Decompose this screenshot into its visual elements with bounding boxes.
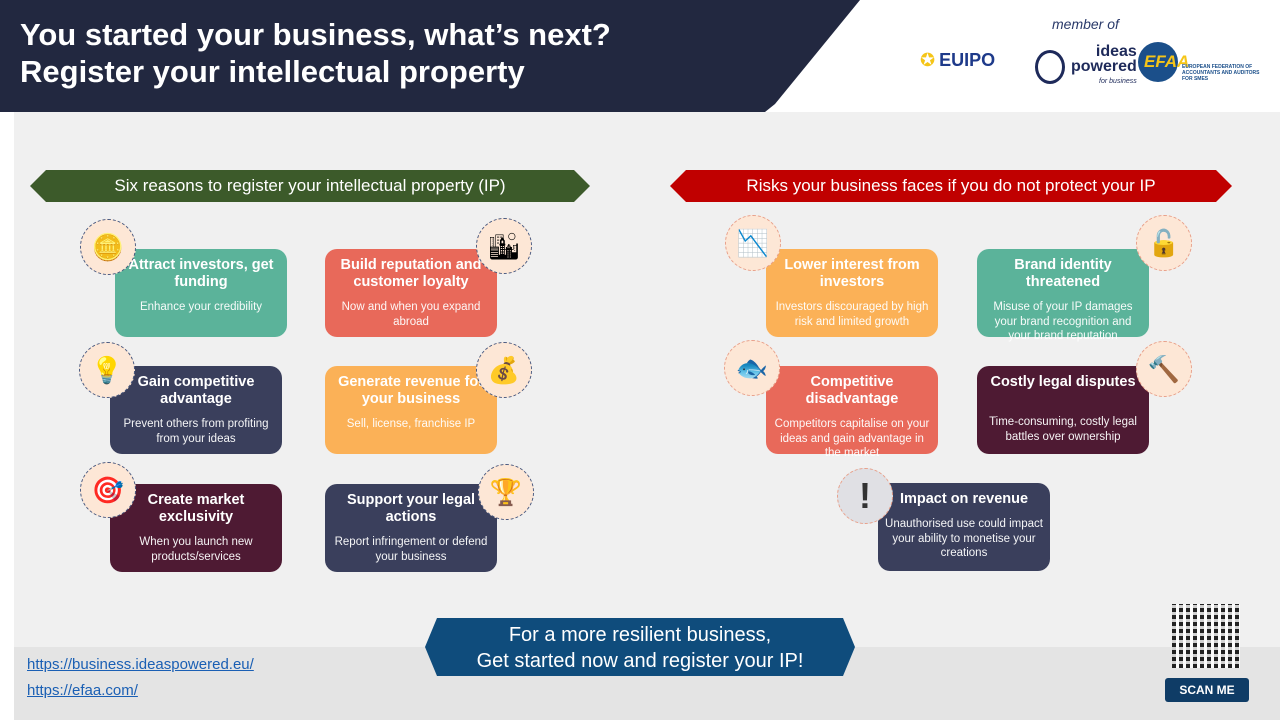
- efaa-link[interactable]: https://efaa.com/: [27, 682, 138, 699]
- qr-code: [1172, 604, 1240, 668]
- card-title: Attract investors, get funding: [128, 257, 274, 290]
- trophy-icon: 🏆: [478, 464, 534, 520]
- card-text: Investors discouraged by high risk and l…: [775, 301, 929, 328]
- euipo-logo: ✪EUIPO: [920, 50, 996, 70]
- card-title: Build reputation and customer loyalty: [340, 257, 482, 290]
- declining-chart-icon: 📉: [725, 215, 781, 271]
- card-title: Gain competitive advantage: [137, 374, 255, 407]
- gavel-icon: 🔨: [1136, 341, 1192, 397]
- coins-icon: 🪙: [80, 219, 136, 275]
- card-text: When you launch new products/services: [139, 536, 253, 563]
- card-title: Support your legal actions: [346, 492, 476, 525]
- card-text: Competitors capitalise on your ideas and…: [774, 418, 930, 459]
- card-text: Enhance your credibility: [139, 301, 263, 313]
- card-text: Unauthorised use could impact your abili…: [885, 518, 1043, 559]
- target-icon: 🎯: [80, 462, 136, 518]
- header: [0, 0, 860, 112]
- card-text: Prevent others from profiting from your …: [123, 418, 269, 445]
- unlocked-padlock-icon: 🔓: [1136, 215, 1192, 271]
- card-title: Costly legal disputes: [990, 374, 1136, 390]
- card-title: Competitive disadvantage: [805, 374, 899, 407]
- lightbulb-icon: 💡: [79, 342, 135, 398]
- page-title: You started your business, what’s next?R…: [20, 17, 611, 89]
- card-text: Report infringement or defend your busin…: [334, 536, 488, 563]
- card-title: Create market exclusivity: [147, 492, 245, 525]
- scan-me-button[interactable]: SCAN ME: [1165, 678, 1249, 702]
- card-text: Misuse of your IP damages your brand rec…: [993, 301, 1133, 342]
- card-title: Generate revenue for your business: [338, 374, 484, 407]
- big-fish-icon: 🐟: [724, 340, 780, 396]
- card-title: Impact on revenue: [899, 491, 1029, 507]
- risks-heading: Risks your business faces if you do not …: [670, 170, 1232, 202]
- card-text: Time-consuming, costly legal battles ove…: [989, 416, 1137, 443]
- ideas-powered-link[interactable]: https://business.ideaspowered.eu/: [27, 656, 254, 673]
- reasons-heading: Six reasons to register your intellectua…: [30, 170, 590, 202]
- exclamation-icon: !: [837, 468, 893, 524]
- call-to-action: For a more resilient business,Get starte…: [425, 618, 855, 676]
- card-text: Now and when you expand abroad: [341, 301, 481, 328]
- money-hand-icon: 💰: [476, 342, 532, 398]
- member-of-label: member of: [1052, 16, 1119, 32]
- card-title: Brand identity threatened: [1014, 257, 1112, 290]
- city-icon: 🏙: [476, 218, 532, 274]
- card-title: Lower interest from investors: [784, 257, 920, 290]
- card-text: Sell, license, franchise IP: [346, 418, 476, 430]
